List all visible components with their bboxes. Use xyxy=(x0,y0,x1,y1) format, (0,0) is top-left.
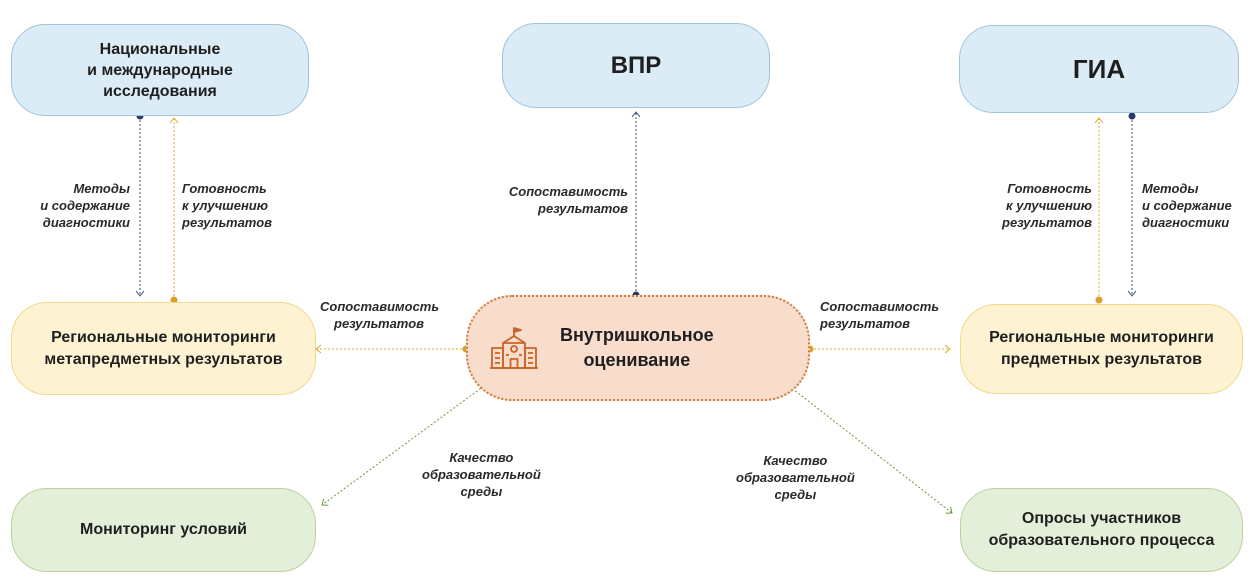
label-methods-left: Методы и содержание диагностики xyxy=(40,181,130,230)
label-comparability-top: Сопоставимость результатов xyxy=(508,184,628,216)
arrow-quality-left xyxy=(322,385,485,505)
label-readiness-left: Готовность к улучшению результатов xyxy=(182,181,272,230)
node-regional-subject: Региональные мониторинги предметных резу… xyxy=(960,304,1243,394)
node-vpr: ВПР xyxy=(502,23,770,108)
arrow-quality-right xyxy=(788,385,952,513)
label-comparability-left: Сопоставимость результатов xyxy=(320,299,440,331)
center-node-title: Внутришкольное оценивание xyxy=(560,325,714,370)
label-quality-right: Качество образовательной среды xyxy=(736,453,855,502)
dot-methods-right xyxy=(1128,112,1136,120)
node-monitoring-conditions: Мониторинг условий xyxy=(11,488,316,572)
node-regional-meta: Региональные мониторинги метапредметных … xyxy=(11,302,316,395)
node-participant-surveys: Опросы участников образовательного проце… xyxy=(960,488,1243,572)
label-readiness-right: Готовность к улучшению результатов xyxy=(1002,181,1092,230)
label-methods-right: Методы и содержание диагностики xyxy=(1142,181,1232,230)
label-comparability-right: Сопоставимость результатов xyxy=(820,299,940,331)
dot-readiness-right xyxy=(1095,296,1103,304)
node-gia: ГИА xyxy=(959,25,1239,113)
dot-readiness-left xyxy=(170,296,178,304)
node-school-assessment: Внутришкольное оценивание xyxy=(466,295,810,401)
school-building-icon xyxy=(490,326,538,370)
label-quality-left: Качество образовательной среды xyxy=(422,450,541,499)
node-national-research: Национальные и международные исследовани… xyxy=(11,24,309,116)
